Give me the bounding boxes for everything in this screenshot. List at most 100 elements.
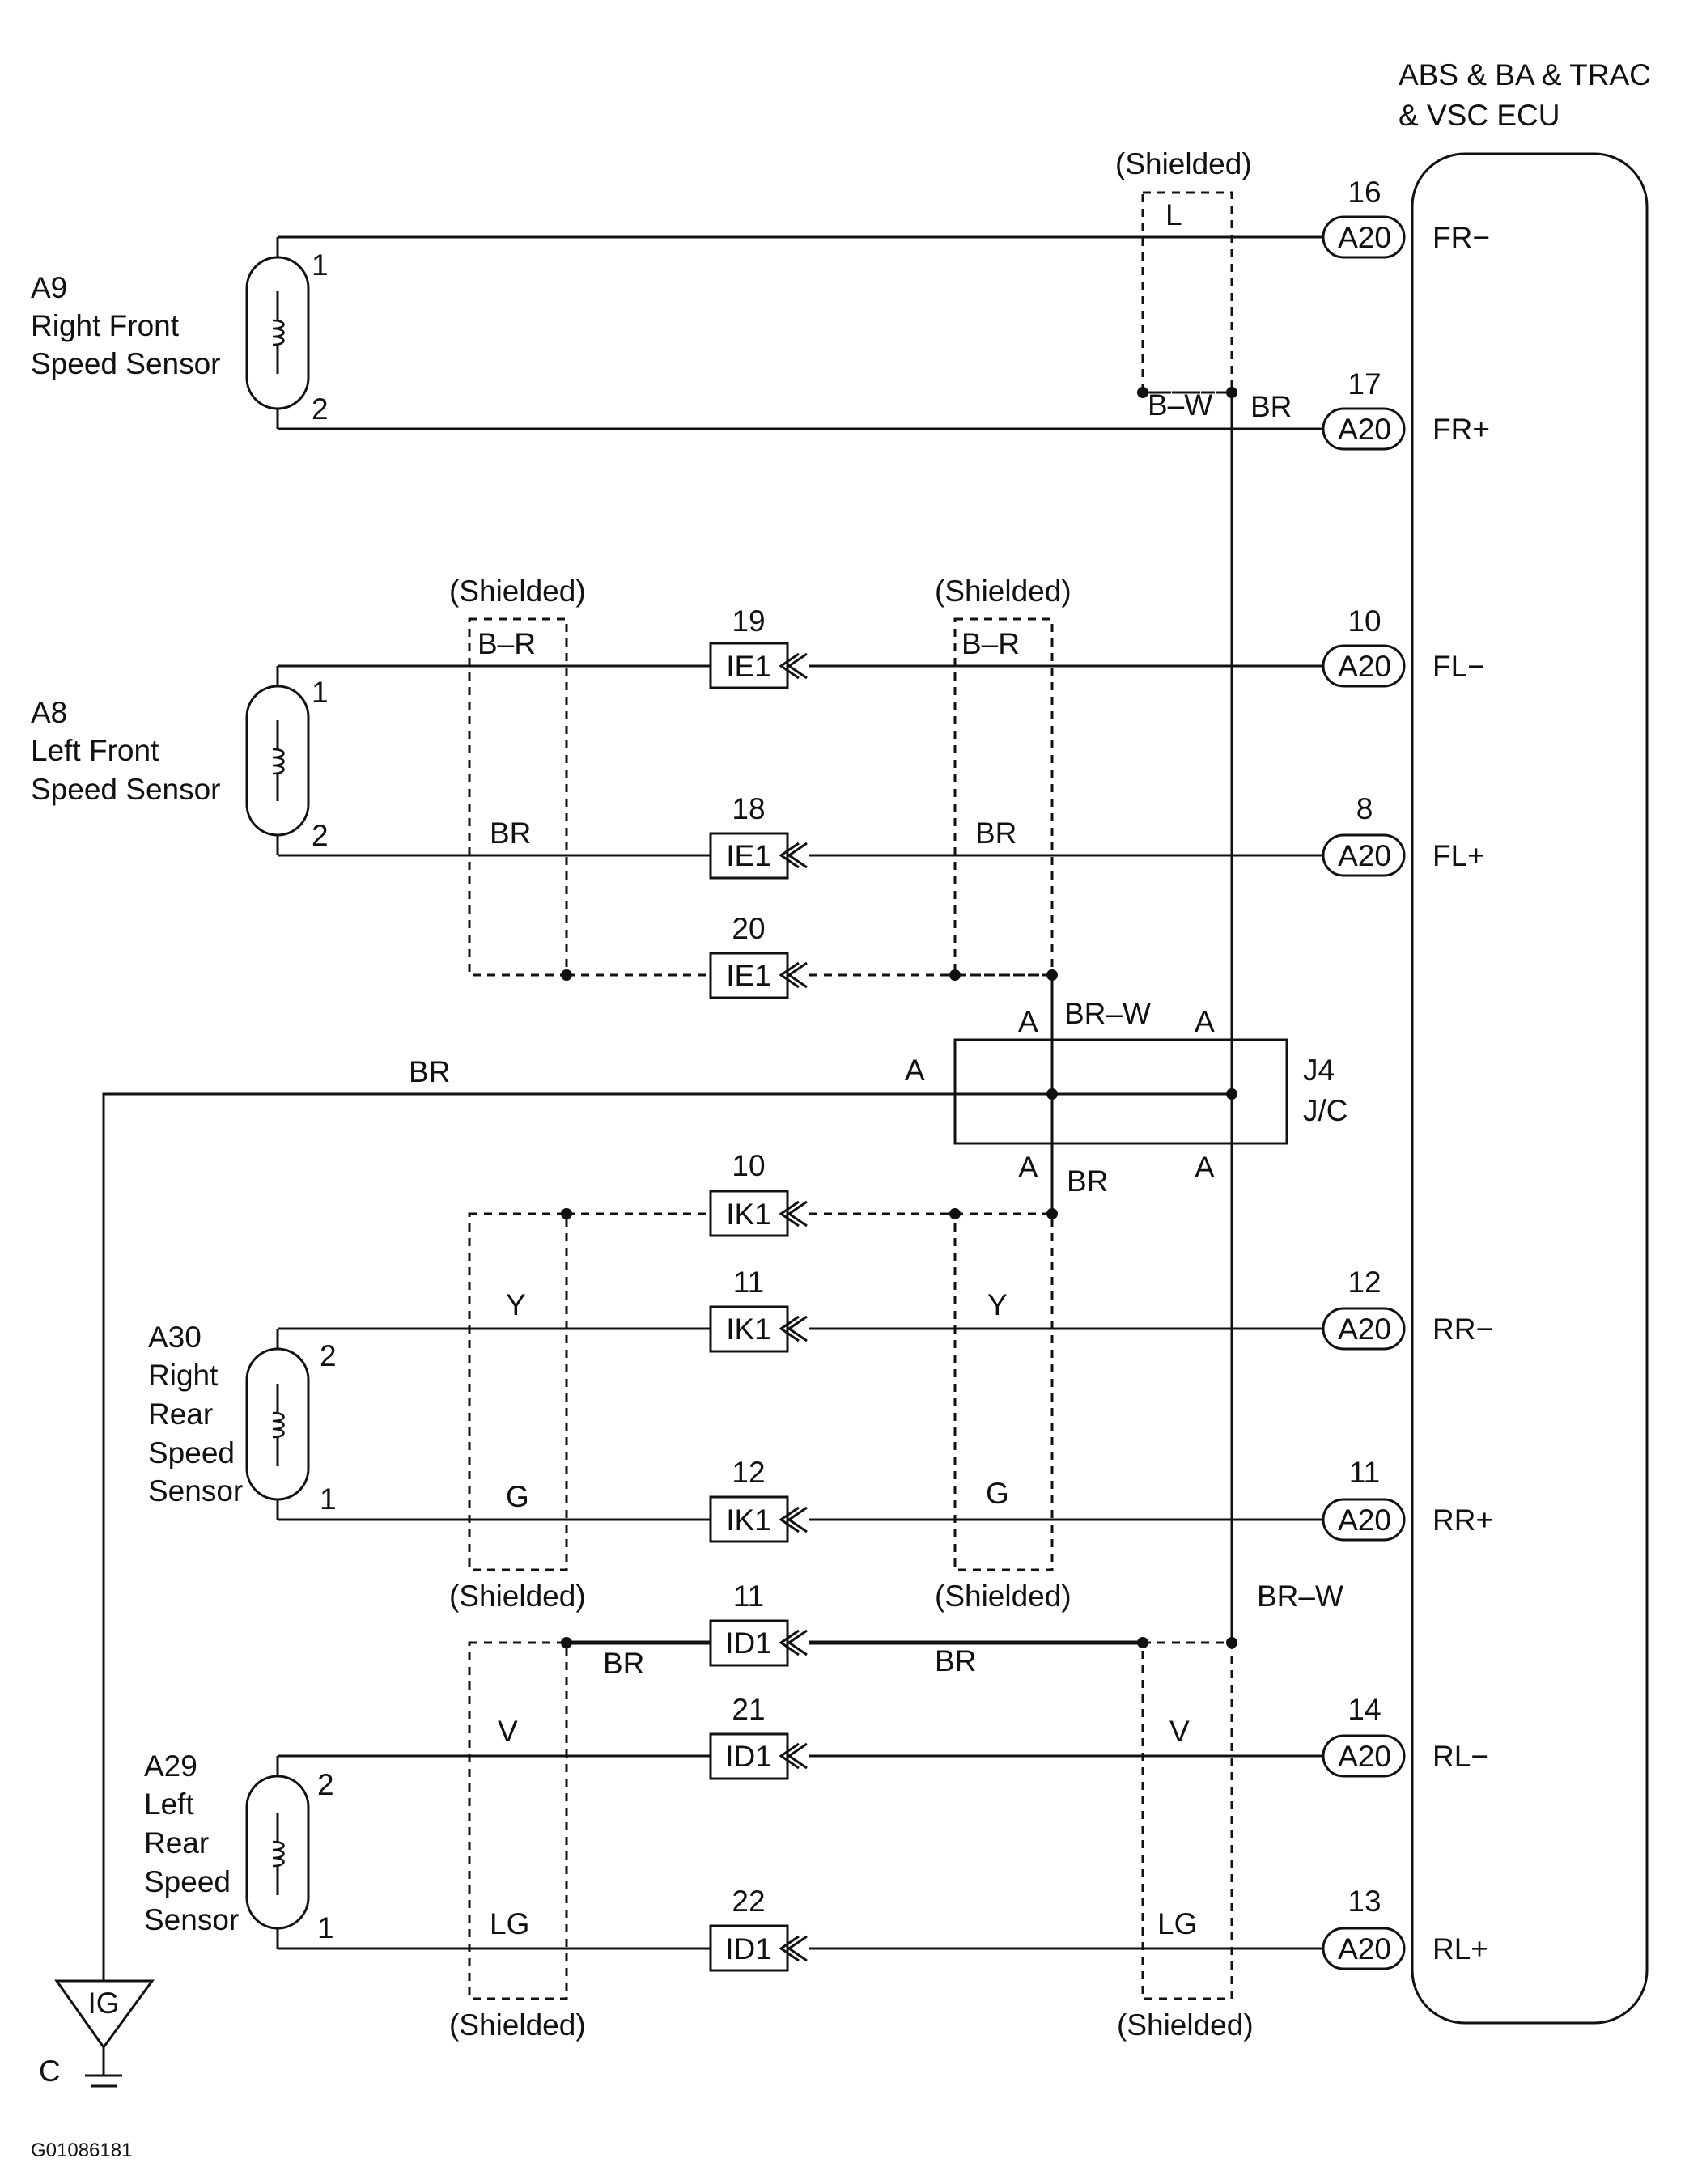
- wire-label-fl-minus-right: B–R: [961, 627, 1020, 660]
- ecu-terminal-rr-plus: A20 11 RR+: [1322, 1456, 1493, 1542]
- sensor-a9: A9 Right Front Speed Sensor 1 2: [31, 248, 329, 426]
- wire-label-fr-minus: L: [1165, 198, 1182, 231]
- wire-label-fr-shield: BR: [1250, 390, 1292, 423]
- sensor-a29-line2: Rear: [144, 1826, 209, 1860]
- jc-term-bottom-1: A: [1018, 1151, 1038, 1184]
- shield-label-fr: (Shielded): [1115, 147, 1252, 180]
- wire-label-rr-plus-right: G: [986, 1477, 1009, 1510]
- jc-id: J4: [1303, 1054, 1335, 1087]
- wire-label-rl-plus-left: LG: [490, 1907, 529, 1940]
- ecu-terminal-rr-plus-signal: RR+: [1432, 1503, 1493, 1537]
- connector-ie1-19-name: IE1: [726, 650, 771, 683]
- jc-type: J/C: [1303, 1094, 1348, 1127]
- connector-id1-21: ID1 21: [709, 1693, 808, 1780]
- shield-rr-right: [953, 1212, 1054, 1571]
- sensor-a29-line1: Left: [144, 1787, 194, 1821]
- sensor-a9-body: [245, 256, 310, 410]
- ecu-terminal-rr-plus-conn: A20: [1338, 1503, 1391, 1537]
- sensor-a30-line1: Right: [148, 1359, 219, 1392]
- ecu-terminal-rr-minus-pin: 12: [1348, 1266, 1381, 1299]
- sensor-a29-line4: Sensor: [144, 1903, 239, 1936]
- ground-symbol-label: IG: [87, 1987, 119, 2020]
- shield-label-rl-left: (Shielded): [449, 2008, 586, 2042]
- connector-ik1-12: IK1 12: [709, 1456, 808, 1543]
- ecu-terminal-fr-minus-conn: A20: [1338, 221, 1391, 254]
- sensor-a30-body: [245, 1347, 310, 1501]
- shield-label-rr-left: (Shielded): [449, 1580, 586, 1613]
- shield-fl-left: [468, 617, 568, 977]
- abs-vsc-ecu: ABS & BA & TRAC & VSC ECU: [1399, 58, 1651, 2025]
- sensor-a8-body: [245, 685, 310, 837]
- jc-term-top-2: A: [1195, 1005, 1215, 1038]
- sensor-a29-line3: Speed: [144, 1865, 231, 1898]
- sensor-a9-pin-bottom: 2: [312, 392, 329, 426]
- ecu-terminal-rl-minus-pin: 14: [1348, 1693, 1381, 1726]
- sensor-a9-line1: Right Front: [31, 309, 180, 342]
- wire-label-ground: BR: [409, 1055, 450, 1088]
- ground-triangle-symbol: [54, 1979, 155, 2050]
- ecu-terminal-fr-minus-pin: 16: [1348, 176, 1381, 209]
- connector-id1-22-pin: 22: [732, 1885, 765, 1918]
- ecu-terminal-fl-minus-pin: 10: [1348, 604, 1381, 638]
- junction-connector-j4: J4 J/C A A A A A: [905, 1005, 1348, 1184]
- ecu-terminal-rr-minus: A20 12 RR−: [1322, 1266, 1493, 1351]
- connector-id1-11-pin: 11: [733, 1580, 764, 1613]
- wire-label-rr-minus-right: Y: [987, 1288, 1008, 1321]
- ecu-terminal-rr-minus-signal: RR−: [1432, 1313, 1493, 1346]
- sensor-a9-line2: Speed Sensor: [31, 347, 221, 380]
- wire-label-rl-shield-left: BR: [603, 1647, 644, 1680]
- sensor-a29-id: A29: [144, 1749, 197, 1783]
- ecu-terminal-fl-minus-signal: FL−: [1432, 650, 1485, 683]
- sensor-a29-pin-top: 2: [317, 1768, 334, 1801]
- ecu-terminal-rl-plus-pin: 13: [1348, 1885, 1381, 1918]
- wire-label-rr-minus-left: Y: [506, 1288, 526, 1321]
- ecu-terminal-rl-minus: A20 14 RL−: [1322, 1693, 1488, 1778]
- connector-ie1-20-pin: 20: [732, 912, 765, 945]
- wire-ground-br: [102, 1092, 955, 1981]
- connector-ik1-11-pin: 11: [733, 1266, 764, 1299]
- wire-label-rl-shield-right: BR: [935, 1644, 976, 1677]
- sensor-a30-pin-top: 2: [320, 1339, 337, 1372]
- wire-label-fl-plus-right: BR: [975, 816, 1017, 850]
- wire-label-rl-minus-right: V: [1169, 1715, 1190, 1748]
- sensor-a29: A29 Left Rear Speed Sensor 2 1: [144, 1749, 334, 1944]
- shield-fl-right: [953, 617, 1054, 977]
- ecu-terminal-fl-minus: A20 10 FL−: [1322, 604, 1485, 688]
- sensor-a30-id: A30: [148, 1321, 202, 1354]
- connector-id1-22-name: ID1: [725, 1932, 772, 1966]
- connector-ik1-10-pin: 10: [732, 1149, 765, 1182]
- ecu-terminal-fr-plus-conn: A20: [1338, 413, 1391, 446]
- connector-ik1-10: IK1 10: [709, 1149, 808, 1237]
- ecu-terminal-fr-plus-pin: 17: [1348, 367, 1381, 401]
- connector-ik1-11: IK1 11: [709, 1266, 808, 1353]
- shield-label-fl-right: (Shielded): [935, 575, 1072, 608]
- connector-ik1-11-name: IK1: [726, 1313, 771, 1346]
- shield-label-rr-right: (Shielded): [935, 1580, 1072, 1613]
- wire-label-jc-bottom: BR: [1067, 1164, 1108, 1198]
- jc-term-left: A: [905, 1054, 925, 1087]
- ecu-terminal-rl-minus-conn: A20: [1338, 1740, 1391, 1773]
- connector-ik1-12-name: IK1: [726, 1503, 771, 1537]
- connector-id1-11-name: ID1: [725, 1626, 772, 1660]
- ecu-terminal-rl-plus: A20 13 RL+: [1322, 1885, 1488, 1970]
- jc-box: [953, 1038, 1288, 1145]
- connector-ie1-18: IE1 18: [709, 792, 808, 880]
- ground-point: IG C: [39, 1979, 155, 2088]
- connector-id1-21-name: ID1: [725, 1740, 772, 1773]
- connector-ik1-10-name: IK1: [726, 1198, 771, 1231]
- ecu-terminal-fl-plus-pin: 8: [1356, 792, 1373, 825]
- wire-label-rl-shield: BR–W: [1257, 1580, 1343, 1613]
- sensor-a8-line1: Left Front: [31, 734, 159, 767]
- ecu-terminal-fr-plus: A20 17 FR+: [1322, 367, 1490, 451]
- ecu-terminal-fl-plus-conn: A20: [1338, 839, 1391, 872]
- ground-point-label: C: [39, 2055, 61, 2088]
- ecu-terminal-fr-plus-signal: FR+: [1432, 413, 1490, 446]
- sensor-a30-line4: Sensor: [148, 1474, 243, 1508]
- ecu-terminal-fl-plus: A20 8 FL+: [1322, 792, 1485, 877]
- shield-rr-left: [468, 1212, 568, 1571]
- ecu-terminal-rl-minus-signal: RL−: [1432, 1740, 1488, 1773]
- sensor-a8: A8 Left Front Speed Sensor 1 2: [31, 676, 329, 852]
- ecu-name-line2: & VSC ECU: [1399, 99, 1560, 132]
- wires: [102, 235, 1323, 1981]
